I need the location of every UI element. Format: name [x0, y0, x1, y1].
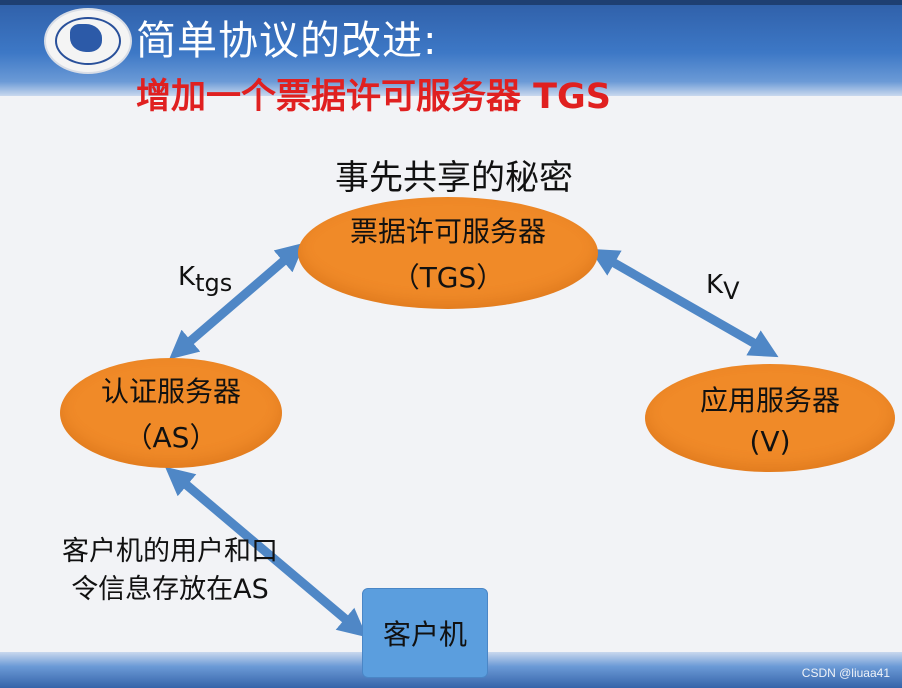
as-node-abbr: （AS） [124, 421, 218, 454]
header-band [0, 0, 902, 96]
key-v-sub: V [723, 277, 740, 305]
as-node-name: 认证服务器 [100, 375, 241, 408]
logo-emblem-icon [70, 24, 102, 52]
key-tgs-base: K [178, 262, 196, 292]
arrow-as-tgs [169, 242, 305, 360]
v-node-abbr: (V) [749, 424, 791, 458]
shared-secret-heading: 事先共享的秘密 [335, 158, 573, 198]
tgs-node: 票据许可服务器 （TGS） [298, 197, 598, 309]
header-edge [0, 0, 902, 5]
logo-ring [55, 17, 121, 65]
university-logo [44, 8, 132, 74]
tgs-node-name: 票据许可服务器 [349, 215, 546, 248]
key-v-label: KV [706, 270, 739, 305]
v-node: 应用服务器 (V) [645, 364, 895, 472]
client-node-label: 客户机 [382, 618, 467, 651]
client-node: 客户机 [362, 588, 488, 678]
note-line-2: 令信息存放在AS [71, 574, 269, 605]
v-node-name: 应用服务器 [699, 383, 840, 417]
key-v-base: K [706, 270, 724, 300]
watermark: CSDN @liuaa41 [801, 666, 890, 680]
key-tgs-sub: tgs [195, 269, 233, 297]
note-line-1: 客户机的用户和口 [62, 536, 278, 567]
as-node: 认证服务器 （AS） [60, 358, 282, 468]
arrow-as-client [164, 466, 368, 638]
key-tgs-label: Ktgs [178, 262, 232, 297]
slide-title: 简单协议的改进: [136, 18, 438, 64]
as-storage-note: 客户机的用户和口 令信息存放在AS [30, 533, 310, 609]
slide-subtitle: 增加一个票据许可服务器 TGS [136, 77, 611, 117]
arrow-tgs-v [589, 248, 779, 358]
tgs-node-abbr: （TGS） [391, 261, 505, 294]
